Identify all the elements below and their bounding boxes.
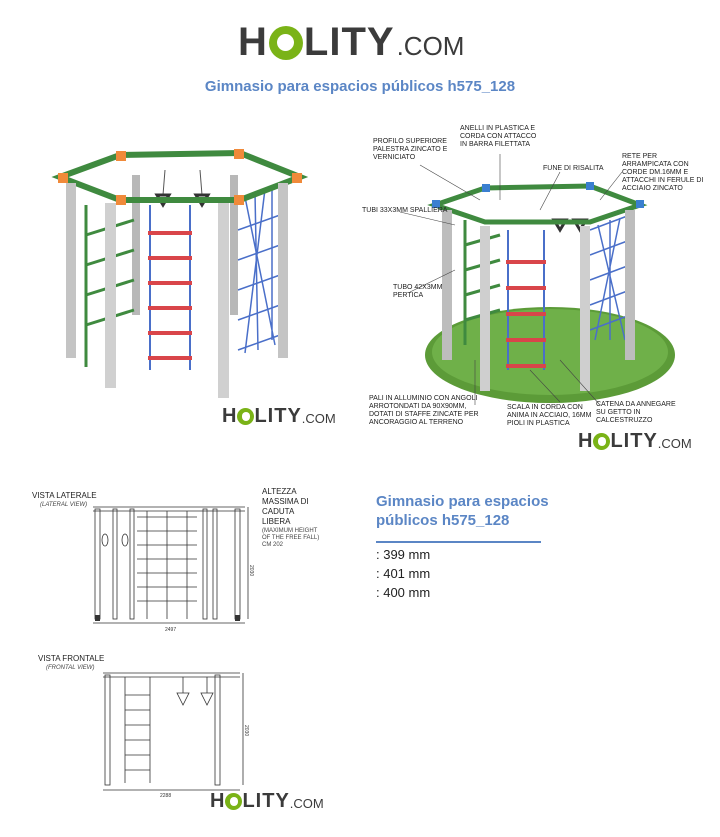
lateral-height-dim: 2030 — [248, 565, 254, 576]
logo-text-left: H — [222, 405, 238, 427]
product-render-left — [51, 149, 309, 398]
frontal-height-dim: 2030 — [243, 725, 249, 736]
logo-text-left: H — [578, 430, 594, 452]
callout-profilo: PROFILO SUPERIORE PALESTRA ZINCATO E VER… — [373, 138, 448, 161]
callout-scala: SCALA IN CORDA CON ANIMA IN ACCIAIO, 16M… — [507, 404, 592, 427]
logo-o-icon — [268, 25, 303, 60]
callout-catena: CATENA DA ANNEGARE SU GETTO IN CALCESTRU… — [596, 401, 676, 424]
lateral-width-dim: 2497 — [165, 627, 176, 633]
lateral-view-title: VISTA LATERALE — [32, 491, 97, 500]
logo-o-icon — [237, 408, 255, 425]
logo-text-left: H — [210, 790, 226, 812]
free-fall-height-sub: (MAXIMUM HEIGHT OF THE FREE FALL) CM 202 — [262, 528, 320, 548]
callout-tubo: TUBO 42X3MM PERTICA — [393, 284, 443, 299]
info-divider — [376, 541, 541, 543]
frontal-width-dim: 2288 — [160, 793, 171, 799]
logo-text-right: LITY — [242, 790, 290, 812]
logo-suffix: .COM — [657, 436, 692, 451]
logo-text-right: LITY — [254, 405, 302, 427]
callout-tubi: TUBI 33X3MM SPALLIERA — [362, 207, 448, 214]
callout-rete: RETE PER ARRAMPICATA CON CORDE DM.16MM E… — [622, 153, 704, 192]
logo-text-left: H — [238, 20, 268, 64]
brand-logo-right: H LITY .COM — [578, 430, 692, 453]
logo-suffix: .COM — [301, 411, 336, 426]
callout-pali: PALI IN ALLUMINIO CON ANGOLI ARROTONDATI… — [369, 395, 479, 426]
logo-suffix: .COM — [289, 796, 324, 811]
logo-o-icon — [225, 793, 243, 810]
frontal-view-drawing: 2288 2030 — [103, 672, 249, 799]
frontal-view-title: VISTA FRONTALE — [38, 654, 105, 663]
lateral-view-subtitle: (LATERAL VIEW) — [40, 502, 88, 508]
lateral-view-drawing: 2497 2030 — [93, 506, 254, 633]
brand-logo-top: H LITY .COM — [238, 20, 464, 65]
callout-leaders — [399, 154, 623, 406]
dimension-line-2: : 401 mm — [376, 566, 431, 581]
product-render-right — [425, 182, 675, 403]
page-title: Gimnasio para espacios públicos h575_128 — [204, 78, 516, 95]
logo-o-icon — [593, 433, 611, 450]
frontal-view-subtitle: (FRONTAL VIEW) — [46, 665, 95, 671]
callout-fune: FUNE DI RISALITA — [543, 165, 604, 172]
free-fall-height-label: ALTEZZA MASSIMA DI CADUTA LIBERA — [262, 487, 309, 526]
callout-anelli: ANELLI IN PLASTICA E CORDA CON ATTACCO I… — [460, 125, 537, 148]
brand-logo-left: H LITY .COM — [222, 405, 336, 428]
dimension-line-1: : 399 mm — [376, 547, 431, 562]
logo-suffix: .COM — [396, 31, 465, 61]
dimension-line-3: : 400 mm — [376, 585, 431, 600]
brand-logo-bottom: H LITY .COM — [210, 790, 324, 813]
logo-text-right: LITY — [303, 20, 395, 64]
info-title: Gimnasio para espacios públicos h575_128 — [376, 493, 549, 529]
logo-text-right: LITY — [610, 430, 658, 452]
